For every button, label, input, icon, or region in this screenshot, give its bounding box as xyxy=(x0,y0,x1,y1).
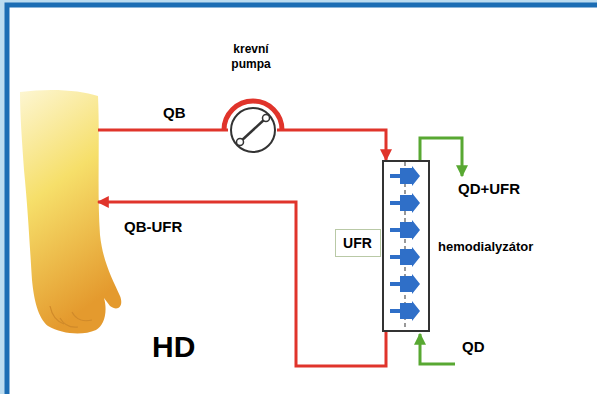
method-title: HD xyxy=(152,330,195,364)
dialysate-in xyxy=(420,334,455,364)
blood-pump: krevní pumpa xyxy=(229,106,277,154)
dialysate-out xyxy=(420,138,462,176)
pump-roller xyxy=(263,115,270,122)
flow-label: QB xyxy=(163,104,186,121)
node-label: UFR xyxy=(343,235,372,251)
pump-housing xyxy=(231,108,275,152)
diffusion-arrow xyxy=(390,309,410,313)
flow-label: QD xyxy=(462,338,485,355)
diffusion-arrows xyxy=(390,176,410,311)
diffusion-arrow xyxy=(390,282,410,286)
frame xyxy=(7,5,597,394)
diffusion-arrow xyxy=(390,228,410,232)
flow-label: QB-UFR xyxy=(124,218,182,235)
diffusion-arrow xyxy=(390,255,410,259)
diffusion-arrow xyxy=(390,201,410,205)
node-label: krevní pumpa xyxy=(221,42,281,72)
diffusion-arrow xyxy=(390,174,410,178)
flow-label: QD+UFR xyxy=(458,180,520,197)
ufr-box: UFR xyxy=(335,229,381,257)
finger-strokes xyxy=(50,306,92,327)
pump-rotor xyxy=(240,118,266,142)
pump-roller xyxy=(237,139,244,146)
node-label: hemodialyzátor xyxy=(438,239,533,254)
blood-line-out xyxy=(98,202,386,366)
arm-illustration xyxy=(20,90,121,334)
blood-line xyxy=(277,130,386,160)
hemodialyzer: hemodialyzátor xyxy=(382,160,430,332)
blood-line-in xyxy=(98,129,228,132)
blood-compartment xyxy=(384,162,405,330)
membrane xyxy=(404,162,405,330)
